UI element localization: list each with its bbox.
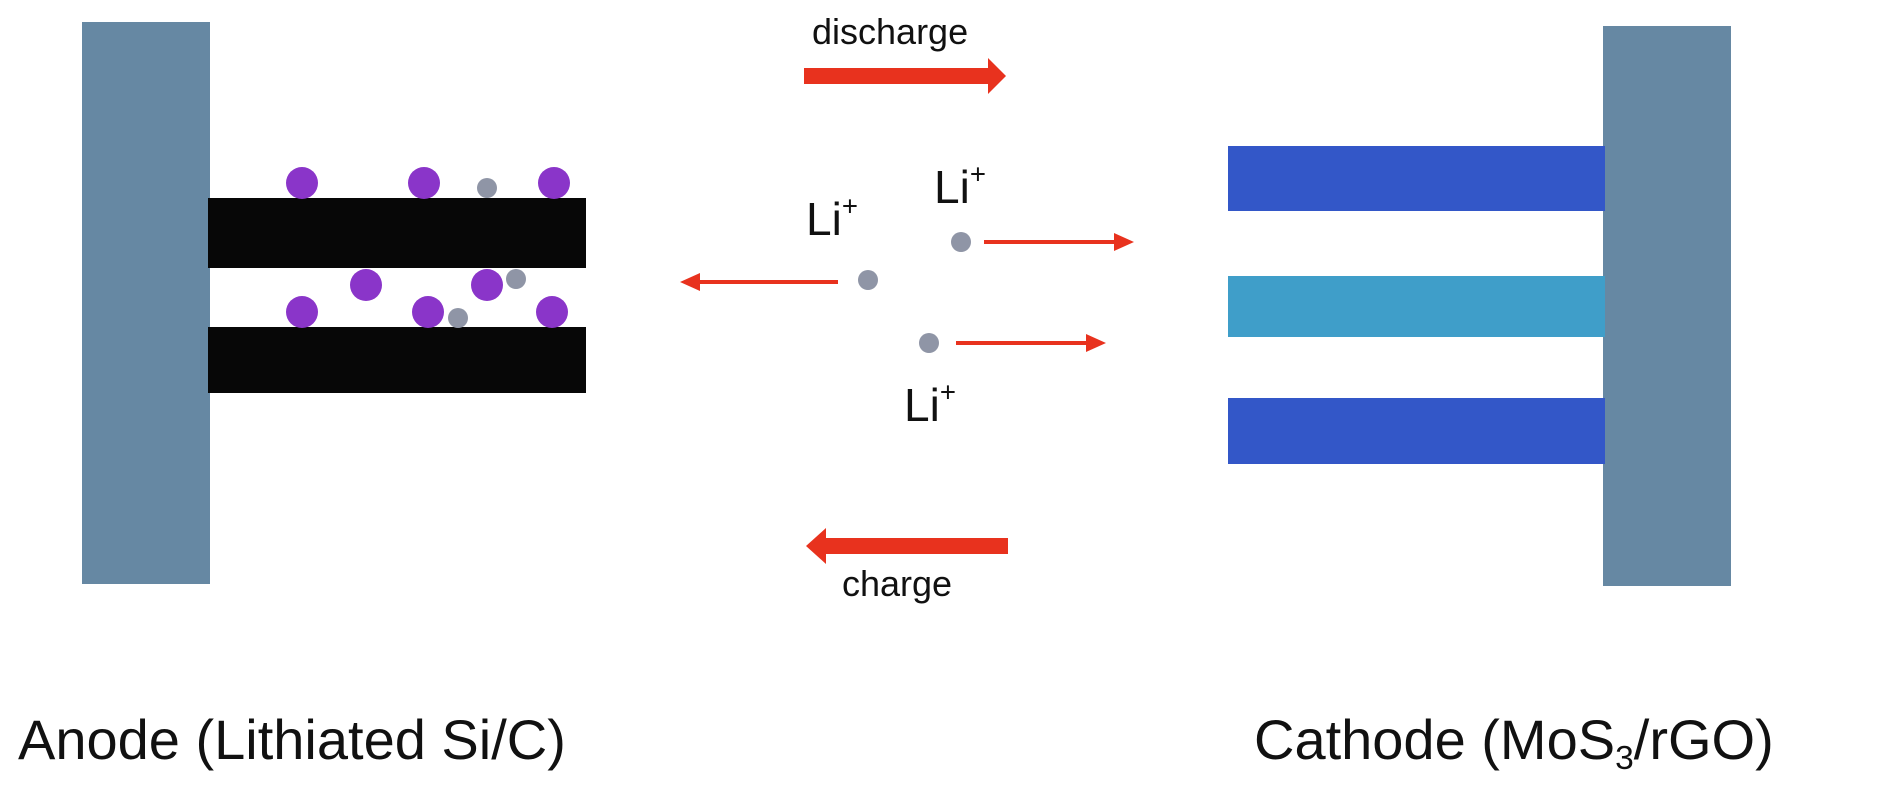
cathode-layer-1 — [1228, 146, 1605, 211]
cathode-layer-2 — [1228, 276, 1605, 337]
particle — [350, 269, 382, 301]
anode-layer-top — [208, 198, 586, 268]
ion-arrow-left — [680, 273, 838, 291]
ion-arrow-right-lower — [956, 334, 1106, 352]
particle — [286, 296, 318, 328]
li-ion — [506, 269, 526, 289]
li-ion — [919, 333, 939, 353]
particle — [538, 167, 570, 199]
cathode-label: Cathode (MoS3/rGO) — [1254, 708, 1774, 778]
anode-particles — [286, 167, 570, 328]
cathode-current-collector — [1603, 26, 1731, 586]
charge-arrow — [806, 528, 1008, 564]
ion-arrow-right-upper — [984, 233, 1134, 251]
particle — [471, 269, 503, 301]
li-ion-label-left: Li+ — [806, 190, 858, 245]
li-ion — [477, 178, 497, 198]
discharge-arrow — [804, 58, 1006, 94]
anode-ions — [448, 178, 526, 328]
li-ion — [448, 308, 468, 328]
anode-layer-bottom — [208, 327, 586, 393]
li-ion — [951, 232, 971, 252]
charge-label: charge — [842, 563, 953, 604]
anode-label: Anode (Lithiated Si/C) — [18, 708, 566, 771]
particle — [286, 167, 318, 199]
particle — [412, 296, 444, 328]
anode-current-collector — [82, 22, 210, 584]
particle — [536, 296, 568, 328]
particle — [408, 167, 440, 199]
migrating-ions — [858, 232, 971, 353]
li-ion-label-top: Li+ — [934, 158, 986, 213]
li-ion — [858, 270, 878, 290]
cathode-layer-3 — [1228, 398, 1605, 464]
li-ion-label-bottom: Li+ — [904, 376, 956, 431]
discharge-label: discharge — [812, 11, 969, 52]
